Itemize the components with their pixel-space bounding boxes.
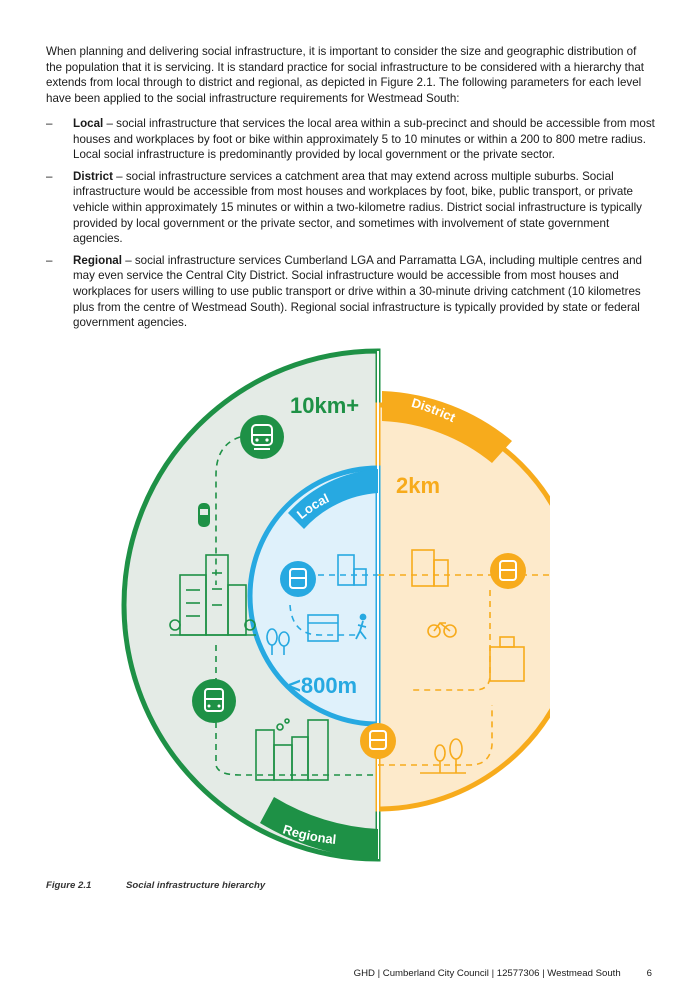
figure-title: Social infrastructure hierarchy	[126, 880, 266, 891]
pedestrian-icon	[355, 613, 367, 640]
store-icon	[307, 614, 339, 642]
local-routes	[289, 574, 378, 636]
hierarchy-diagram: 10km+ 2km <800m District Local Regional	[121, 348, 550, 862]
district-distance-label: 2km	[396, 473, 440, 498]
bicycle-icon	[427, 621, 457, 638]
regional-description: – social infrastructure services Cumberl…	[73, 253, 643, 330]
park-icon	[420, 738, 466, 774]
list-item-district: – District – social infrastructure servic…	[46, 169, 656, 247]
regional-ribbon	[260, 797, 378, 859]
footer-text: GHD | Cumberland City Council | 12577306…	[353, 968, 621, 979]
regional-routes	[215, 436, 378, 776]
city-buildings-icon	[169, 554, 256, 636]
civic-building-icon	[489, 636, 525, 682]
train-icon	[240, 415, 284, 459]
local-distance-label: <800m	[288, 673, 357, 698]
district-zone	[375, 402, 550, 812]
term-local: Local	[73, 117, 104, 130]
list-item-local: – Local – social infrastructure that serv…	[46, 116, 656, 163]
page-number: 6	[646, 968, 652, 979]
trees-icon	[266, 628, 290, 655]
list-dash: –	[46, 117, 53, 130]
bus-icon	[280, 561, 316, 597]
car-icon	[198, 503, 210, 527]
list-dash: –	[46, 169, 53, 183]
bus-icon	[192, 679, 236, 723]
figure-caption: Figure 2.1 Social infrastructure hierarc…	[46, 880, 265, 891]
district-description: – social infrastructure services a catch…	[73, 169, 642, 246]
list-dash: –	[46, 253, 53, 267]
local-description: – social infrastructure that services th…	[73, 117, 655, 162]
hierarchy-list: – Local – social infrastructure that serv…	[46, 116, 656, 337]
train-icon	[360, 723, 396, 759]
bus-icon	[490, 553, 526, 589]
shop-icon	[337, 554, 367, 586]
local-zone	[247, 465, 381, 727]
intro-paragraph: When planning and delivering social infr…	[46, 45, 645, 105]
figure-number: Figure 2.1	[46, 880, 92, 891]
regional-distance-label: 10km+	[290, 393, 359, 418]
list-item-regional: – Regional – social infrastructure servic…	[46, 253, 656, 331]
high-rise-buildings-icon	[255, 718, 329, 781]
page-footer: GHD | Cumberland City Council | 12577306…	[354, 968, 652, 979]
local-ribbon	[288, 469, 378, 529]
term-district: District	[73, 169, 113, 183]
district-ribbon	[382, 391, 512, 463]
term-regional: Regional	[73, 253, 122, 267]
apartment-icon	[411, 549, 449, 587]
